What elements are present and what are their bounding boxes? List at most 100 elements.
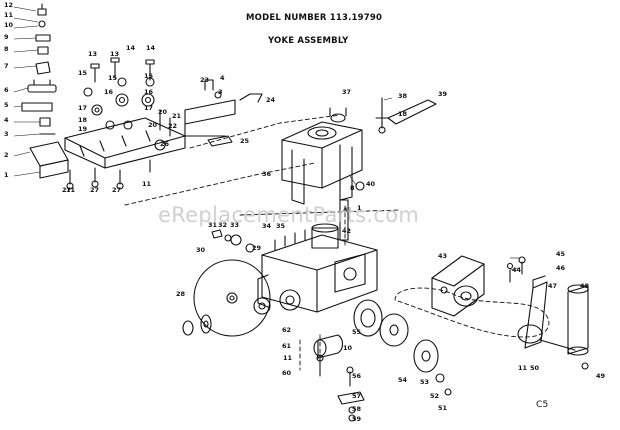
callout-1: 1: [357, 204, 362, 212]
callout-19: 19: [78, 125, 88, 133]
callout-37: 37: [342, 88, 351, 96]
callout-13: 13: [110, 50, 119, 58]
bottom-hardware: [316, 354, 452, 422]
callout-16: 16: [144, 88, 154, 96]
callout-15: 15: [78, 69, 88, 77]
assembly-title: YOKE ASSEMBLY: [268, 36, 349, 46]
callout-62: 62: [282, 326, 291, 334]
callout-61: 61: [282, 342, 292, 350]
tilt-bracket: [506, 256, 589, 370]
callout-18: 18: [398, 110, 408, 118]
callout-27: 27: [112, 186, 121, 194]
callout-16: 16: [104, 88, 114, 96]
callout-56: 56: [352, 372, 362, 380]
callout-46: 46: [556, 264, 566, 272]
callout-44: 44: [512, 266, 522, 274]
callout-4: 4: [220, 74, 225, 82]
lever-handle: [375, 97, 437, 134]
leader-lines: [124, 114, 550, 376]
callout-33: 33: [230, 221, 239, 229]
callout-11: 11: [66, 186, 76, 194]
callout-41: 41: [343, 206, 353, 214]
yoke-housing: [281, 107, 365, 205]
callout-10: 10: [343, 344, 353, 352]
callout-51: 51: [438, 404, 448, 412]
callout-20: 20: [148, 121, 158, 129]
callout-1: 1: [4, 171, 9, 179]
callout-27: 27: [62, 186, 71, 194]
callout-54: 54: [398, 376, 408, 384]
callout-18: 18: [78, 116, 88, 124]
callout-48: 48: [580, 282, 590, 290]
callout-11: 11: [4, 11, 14, 19]
callout-53: 53: [420, 378, 429, 386]
callout-15: 15: [108, 74, 118, 82]
callout-8: 8: [4, 45, 9, 53]
callout-35: 35: [276, 222, 286, 230]
callout-11: 11: [142, 180, 152, 188]
callout-50: 50: [530, 364, 540, 372]
callout-58: 58: [352, 405, 362, 413]
callout-42: 42: [342, 227, 351, 235]
callout-55: 55: [352, 328, 362, 336]
callout-leaders: [13, 6, 521, 271]
callout-34: 34: [262, 222, 272, 230]
pulley-assembly: [313, 299, 439, 373]
callout-52: 52: [430, 392, 439, 400]
callout-13: 13: [88, 50, 97, 58]
callout-47: 47: [548, 282, 557, 290]
callout-26: 26: [160, 140, 170, 148]
callout-14: 14: [126, 44, 136, 52]
callout-59: 59: [352, 415, 362, 423]
callout-39: 39: [438, 90, 448, 98]
callout-5: 5: [4, 101, 9, 109]
callout-60: 60: [282, 369, 292, 377]
callout-14: 14: [146, 44, 156, 52]
callout-45: 45: [556, 250, 566, 258]
callout-30: 30: [196, 246, 206, 254]
callout-28: 28: [176, 290, 186, 298]
model-number-title: MODEL NUMBER 113.19790: [246, 13, 383, 23]
callout-10: 10: [4, 21, 14, 29]
callout-3: 3: [218, 88, 223, 96]
callout-38: 38: [398, 92, 408, 100]
callout-25: 25: [240, 137, 250, 145]
callout-27: 27: [90, 186, 99, 194]
callout-31: 31: [208, 221, 218, 229]
callout-17: 17: [78, 104, 87, 112]
callout-4: 4: [4, 116, 9, 124]
callout-6: 6: [4, 86, 9, 94]
callout-17: 17: [144, 104, 153, 112]
footer-code: C5: [536, 400, 549, 410]
callout-22: 22: [168, 122, 177, 130]
left-column-parts: [21, 3, 69, 179]
callout-8: 8: [350, 184, 355, 192]
callout-3: 3: [4, 130, 9, 138]
callout-21: 21: [172, 112, 182, 120]
callout-7: 7: [4, 62, 9, 70]
watermark-text: eReplacementParts.com: [158, 203, 420, 227]
callout-15: 15: [144, 72, 154, 80]
base-plate-assembly: [64, 57, 186, 190]
yoke-bracket: [184, 79, 263, 147]
arbor-parts: [182, 314, 212, 336]
callout-24: 24: [266, 96, 276, 104]
callout-43: 43: [438, 252, 447, 260]
callout-23: 23: [200, 76, 209, 84]
callout-20: 20: [158, 108, 168, 116]
callout-29: 29: [252, 244, 262, 252]
saw-blade: [193, 259, 271, 337]
callout-57: 57: [352, 392, 361, 400]
callout-9: 9: [4, 33, 9, 41]
callout-32: 32: [218, 221, 227, 229]
callout-11: 11: [283, 354, 293, 362]
callout-12: 12: [4, 1, 13, 9]
engine: [211, 199, 378, 313]
callout-2: 2: [4, 151, 9, 159]
callout-49: 49: [596, 372, 606, 380]
callout-36: 36: [262, 170, 272, 178]
callout-40: 40: [366, 180, 376, 188]
